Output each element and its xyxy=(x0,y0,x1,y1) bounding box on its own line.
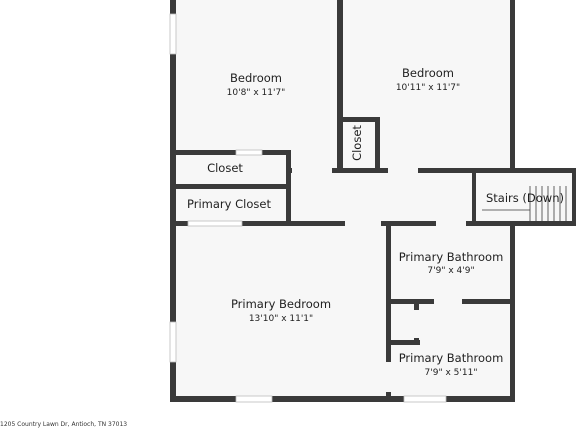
room-dimensions: 7'9" x 4'9" xyxy=(427,266,474,276)
room-primary-bathroom-1: Primary Bathroom 7'9" x 4'9" xyxy=(399,250,504,276)
room-name: Closet xyxy=(350,125,364,161)
room-dimensions: 10'11" x 11'7" xyxy=(396,83,460,93)
room-primary-bedroom: Primary Bedroom 13'10" x 11'1" xyxy=(231,297,331,324)
room-name: Bedroom xyxy=(230,71,282,85)
room-name: Primary Bathroom xyxy=(399,250,504,264)
room-name: Bedroom xyxy=(402,66,454,80)
room-name: Closet xyxy=(207,161,243,175)
room-primary-closet: Primary Closet xyxy=(187,197,271,211)
room-name: Primary Bedroom xyxy=(231,297,331,311)
windows xyxy=(169,13,447,403)
door-openings xyxy=(292,168,466,392)
room-bedroom-1: Bedroom 10'8" x 11'7" xyxy=(227,71,286,98)
room-stairs: Stairs (Down) xyxy=(486,191,564,205)
room-closet-small: Closet xyxy=(350,125,364,161)
room-name: Primary Closet xyxy=(187,197,271,211)
room-dimensions: 13'10" x 11'1" xyxy=(249,314,313,324)
room-name: Stairs (Down) xyxy=(486,191,564,205)
room-closet: Closet xyxy=(207,161,243,175)
room-name: Primary Bathroom xyxy=(399,351,504,365)
room-primary-bathroom-2: Primary Bathroom 7'9" x 5'11" xyxy=(399,351,504,378)
address-footer: 1205 Country Lawn Dr, Antioch, TN 37013 xyxy=(0,421,128,428)
room-bedroom-2: Bedroom 10'11" x 11'7" xyxy=(396,66,460,93)
room-dimensions: 7'9" x 5'11" xyxy=(425,368,478,378)
stairs-treads xyxy=(482,186,567,222)
room-dimensions: 10'8" x 11'7" xyxy=(227,88,286,98)
